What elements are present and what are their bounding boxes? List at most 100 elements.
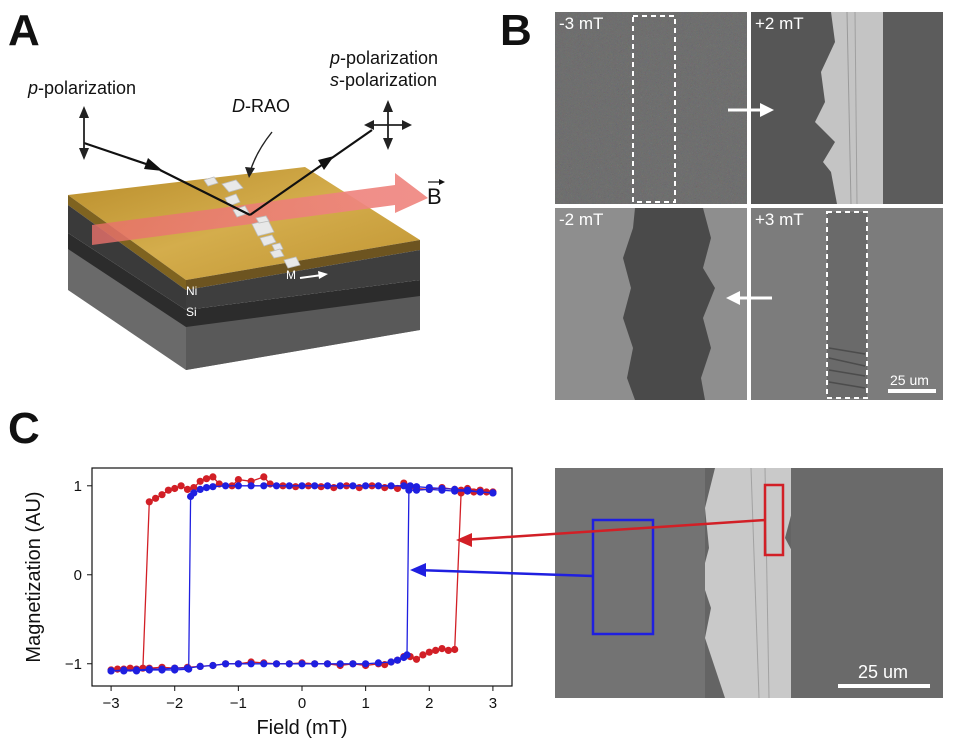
- x-tick-label: −2: [166, 695, 183, 712]
- data-point: [444, 646, 452, 654]
- data-point: [272, 660, 281, 668]
- data-point: [209, 483, 217, 491]
- data-point: [438, 645, 446, 653]
- tile-field-label-pos3: +3 mT: [755, 210, 804, 229]
- data-point: [285, 482, 293, 490]
- data-point: [234, 660, 242, 668]
- series-line-0-upper: [111, 476, 493, 671]
- data-point: [222, 660, 230, 668]
- data-point: [107, 667, 115, 675]
- data-point: [412, 655, 421, 663]
- data-point: [311, 482, 319, 490]
- data-point: [152, 494, 160, 502]
- data-point: [158, 665, 166, 673]
- x-axis-title: Field (mT): [256, 717, 347, 739]
- data-point: [260, 473, 268, 481]
- tile-field-label-neg3: -3 mT: [559, 14, 604, 33]
- data-point: [438, 486, 446, 494]
- data-point: [202, 475, 211, 483]
- b-field-label: B: [427, 184, 442, 209]
- micrograph-tile-neg2: [555, 208, 747, 400]
- data-point: [120, 666, 128, 674]
- data-point: [330, 484, 338, 492]
- data-point: [272, 482, 281, 490]
- data-point: [336, 482, 344, 490]
- data-point: [362, 482, 370, 490]
- data-point: [476, 488, 484, 496]
- x-tick-label: −3: [103, 695, 120, 712]
- data-point: [393, 656, 402, 664]
- scale-bar-label-c: 25 um: [858, 662, 909, 682]
- p-polarization-left-label: p-polarization: [28, 78, 137, 98]
- data-point: [393, 484, 402, 493]
- data-point: [412, 486, 421, 494]
- data-point: [425, 648, 433, 656]
- data-point: [247, 660, 255, 668]
- data-point: [222, 482, 230, 490]
- data-point: [323, 482, 332, 490]
- data-point: [463, 487, 472, 495]
- data-point: [164, 486, 172, 494]
- data-point: [177, 482, 185, 490]
- scale-bar-b: [888, 389, 936, 393]
- data-point: [355, 484, 363, 492]
- s-polarization-right-label: s-polarization: [330, 70, 438, 90]
- data-point: [403, 651, 411, 659]
- data-point: [317, 483, 325, 491]
- data-point: [171, 664, 179, 672]
- data-point: [196, 477, 204, 485]
- p-polarization-right-label: p-polarization: [330, 48, 439, 68]
- data-point: [349, 660, 357, 668]
- data-point: [374, 482, 382, 490]
- data-point: [196, 485, 204, 493]
- x-tick-label: −1: [230, 695, 247, 712]
- data-point: [374, 659, 382, 667]
- data-point: [405, 486, 413, 494]
- x-tick-label: 2: [425, 695, 433, 712]
- data-point: [432, 646, 440, 654]
- data-point: [387, 658, 395, 666]
- data-point: [266, 480, 274, 488]
- data-point: [400, 482, 408, 490]
- micrograph-tile-pos3: [751, 208, 943, 400]
- data-point: [247, 482, 255, 490]
- panel-letter-b: B: [500, 6, 532, 55]
- series-line-1-upper: [111, 485, 493, 672]
- data-point: [260, 660, 268, 668]
- data-point: [298, 482, 306, 490]
- data-point: [145, 498, 153, 506]
- data-point: [234, 476, 242, 484]
- large-micrograph: [555, 468, 943, 698]
- data-point: [451, 487, 459, 495]
- data-point: [183, 485, 192, 493]
- data-point: [349, 482, 357, 490]
- magnetization-m-label: M: [286, 268, 296, 282]
- tile-field-label-pos2: +2 mT: [755, 14, 804, 33]
- data-point: [183, 664, 192, 672]
- data-point: [419, 651, 427, 659]
- y-tick-label: 0: [74, 567, 82, 584]
- data-point: [158, 491, 166, 499]
- si-layer-label: Si: [186, 305, 197, 319]
- data-point: [209, 473, 217, 481]
- data-point: [323, 660, 332, 668]
- domain-blocks: [203, 176, 301, 269]
- data-point: [234, 482, 242, 490]
- data-point: [292, 483, 300, 491]
- nickel-layer: [68, 233, 420, 327]
- x-tick-label: 3: [489, 695, 497, 712]
- series-line-0-lower: [111, 491, 493, 671]
- panel-a-schematic: [68, 100, 445, 370]
- data-point: [202, 484, 211, 492]
- data-point: [425, 485, 433, 493]
- data-point: [285, 660, 293, 668]
- x-tick-label: 1: [361, 695, 369, 712]
- panel-letter-a: A: [8, 6, 40, 55]
- x-tick-label: 0: [298, 695, 306, 712]
- tile-field-label-neg2: -2 mT: [559, 210, 604, 229]
- micrograph-tile-pos2: [751, 12, 943, 204]
- data-point: [260, 482, 268, 490]
- data-point: [451, 645, 459, 654]
- data-point: [196, 662, 204, 670]
